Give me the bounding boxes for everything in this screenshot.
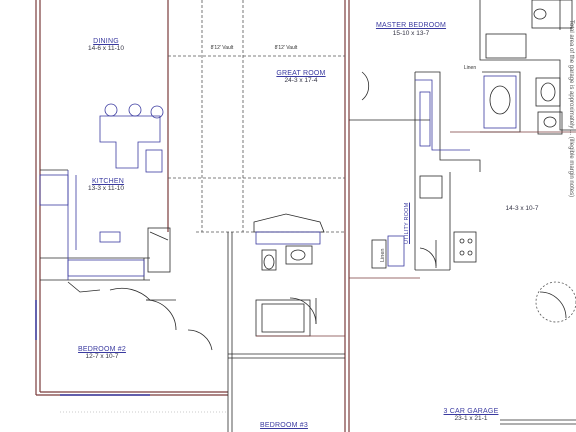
bedroom2-dims: 12-7 x 10-7 [85, 353, 119, 360]
kitchen-dims: 13-3 x 11-10 [87, 185, 124, 192]
garage-dashed-arc [535, 281, 576, 323]
bedroom3-label: BEDROOM #3 [260, 422, 308, 429]
kitchen-area [39, 103, 171, 281]
hall-bath [227, 213, 345, 432]
garage-bay-dims: 14-3 x 10-7 [505, 205, 539, 212]
garage-label: 3 CAR GARAGE [443, 408, 499, 415]
door-swings [67, 71, 567, 351]
great-room-label: GREAT ROOM [276, 70, 326, 77]
dining-label: DINING [93, 38, 119, 45]
exterior-walls [35, 0, 350, 432]
dashed-beams [168, 0, 345, 233]
garage [349, 131, 576, 425]
linen-utility-label: Linen [380, 248, 386, 262]
margin-notes: Total area of the garage is approximatel… [568, 20, 574, 198]
great-room-dims: 24-3 x 17-4 [284, 77, 318, 84]
kitchen-label: KITCHEN [91, 178, 125, 185]
vault-note-1: 8'12' Vault [210, 45, 234, 51]
vault-note-2: 8'12' Vault [274, 45, 298, 51]
bedroom2-window [35, 300, 150, 396]
bedroom2-label: BEDROOM #2 [78, 346, 126, 353]
master-suite [349, 0, 576, 172]
dining-dims: 14-6 x 11-10 [87, 45, 124, 52]
linen-master-label: Linen [463, 65, 477, 71]
garage-dims: 23-1 x 21-1 [454, 415, 488, 422]
master-bedroom-label: MASTER BEDROOM [375, 22, 447, 29]
utility-room-label: UTILITY ROOM [404, 202, 410, 244]
utility-room [371, 172, 477, 271]
master-bedroom-dims: 15-10 x 13-7 [392, 30, 430, 37]
